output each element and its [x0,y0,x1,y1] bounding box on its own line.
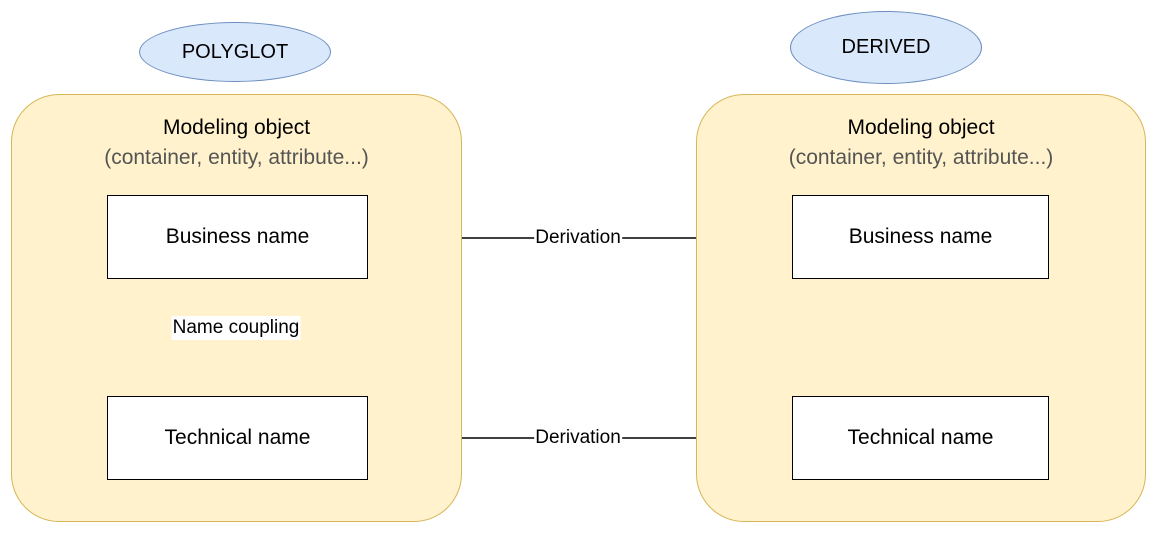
polyglot-business-name-label: Business name [165,225,310,248]
derived-tag: DERIVED [790,11,982,84]
polyglot-technical-name-label: Technical name [164,426,311,449]
derived-container-subtitle: (container, entity, attribute...) [788,146,1054,169]
derived-technical-name-label: Technical name [847,426,994,449]
polyglot-container-title: Modeling object [162,116,311,139]
derived-container-title: Modeling object [847,116,995,139]
polyglot-tag-text: POLYGLOT [181,40,289,63]
polyglot-tag: POLYGLOT [139,22,331,82]
derived-technical-name-box[interactable]: Technical name [792,396,1049,480]
derivation-business-label: Derivation [534,226,622,250]
polyglot-container-subtitle: (container, entity, attribute...) [104,146,369,169]
derived-business-name-box[interactable]: Business name [792,195,1049,279]
derived-tag-text: DERIVED [841,36,931,58]
name-coupling-label: Name coupling [171,316,301,340]
derived-business-name-label: Business name [848,225,993,248]
derivation-technical-label: Derivation [534,426,622,450]
polyglot-business-name-box[interactable]: Business name [107,195,368,279]
polyglot-technical-name-box[interactable]: Technical name [107,396,368,480]
